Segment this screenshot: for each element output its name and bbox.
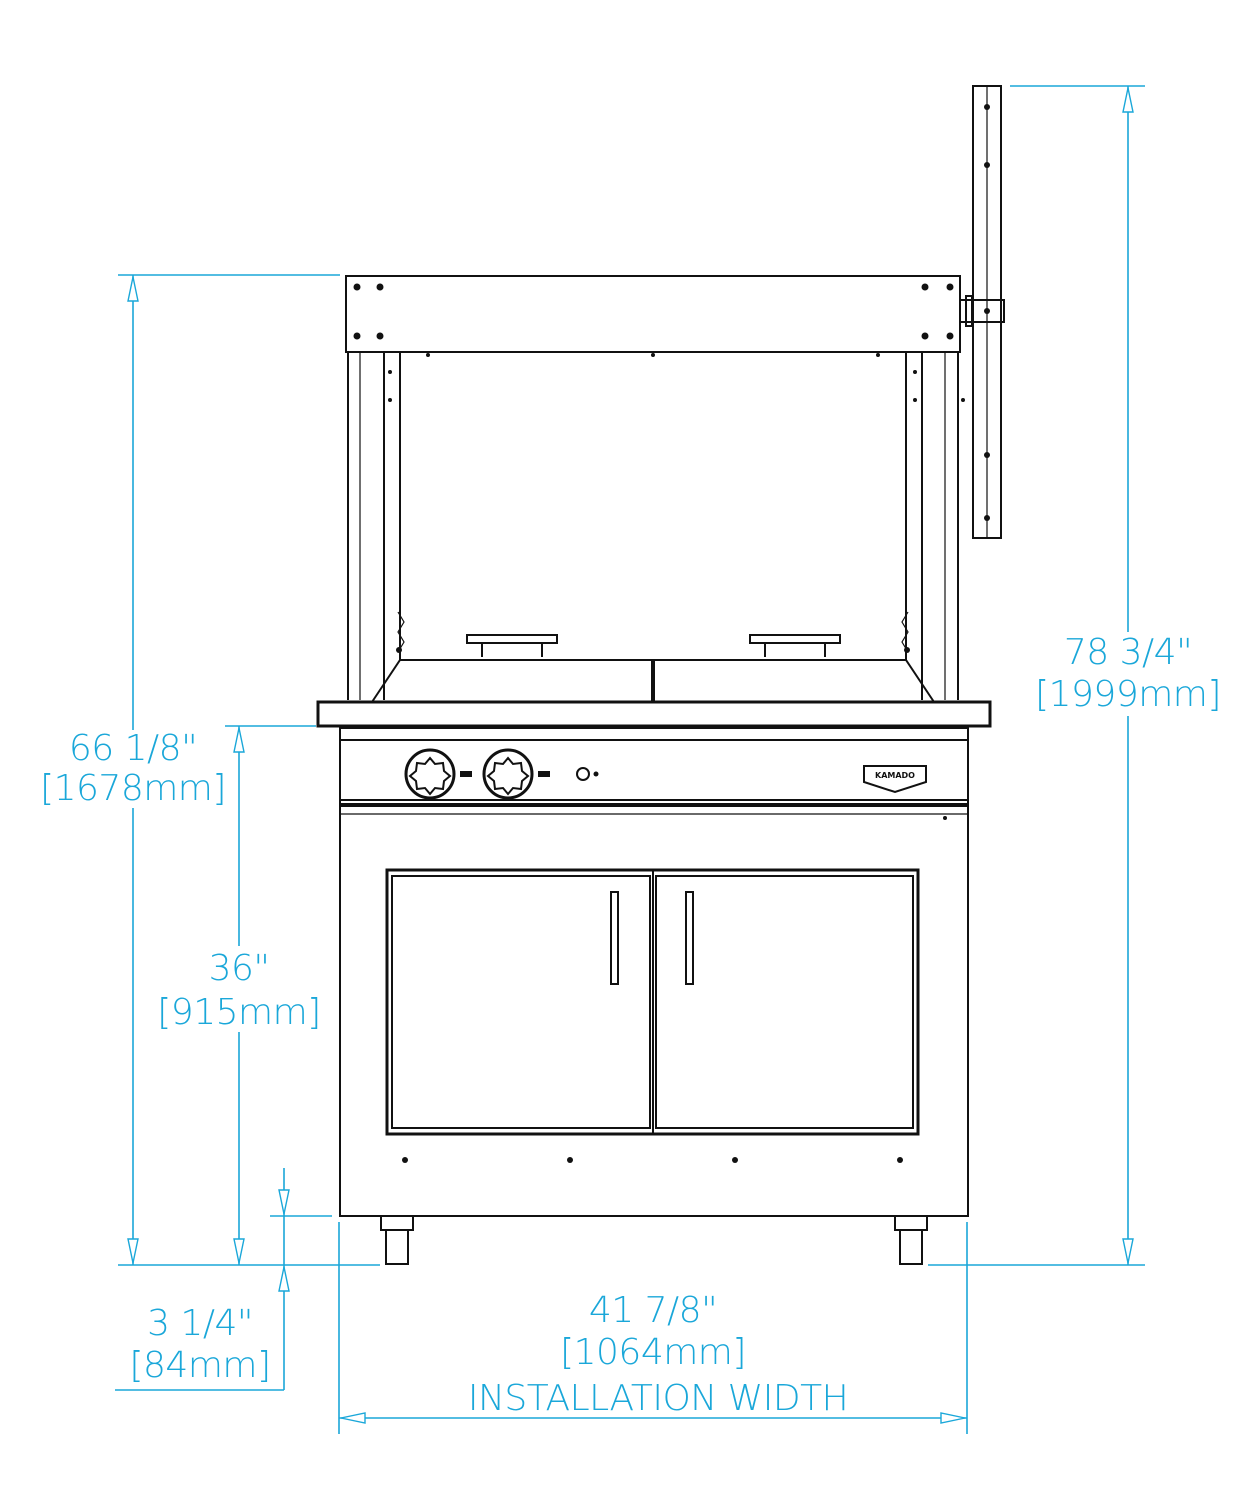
countertop: [316, 700, 992, 728]
canopy-beam: [345, 275, 961, 353]
dimension-leg-height: 3 1/4" [84mm]: [115, 1168, 332, 1391]
canopy-posts: [347, 352, 965, 700]
overall-height-metric: [1999mm]: [1035, 674, 1221, 715]
counter-height-metric: [915mm]: [157, 992, 320, 1033]
brand-badge: KAMADO: [863, 765, 927, 794]
width-caption: INSTALLATION WIDTH: [468, 1378, 848, 1419]
lid-hinges: [396, 611, 910, 653]
leg-height-imperial: 3 1/4": [147, 1303, 253, 1344]
cabinet-door-left[interactable]: [391, 875, 651, 1129]
dimension-counter-height: 36" [915mm]: [157, 725, 321, 1265]
cabinet-door-right[interactable]: [655, 875, 914, 1129]
canopy-height-imperial: 66 1/8": [69, 728, 197, 769]
grill-lids: [371, 634, 935, 703]
side-arm: [959, 85, 1005, 539]
dimension-overall-height: 78 3/4" [1999mm]: [928, 85, 1221, 1266]
counter-height-imperial: 36": [209, 948, 270, 989]
igniter-button[interactable]: [576, 767, 599, 781]
canopy-height-metric: [1678mm]: [40, 768, 226, 809]
leg-height-metric: [84mm]: [129, 1345, 270, 1386]
leveling-legs: [380, 1215, 928, 1265]
brand-badge-text: KAMADO: [875, 771, 915, 780]
cabinet: [339, 805, 969, 1217]
width-metric: [1064mm]: [560, 1332, 746, 1373]
control-knob-right[interactable]: [482, 748, 550, 800]
dimension-canopy-height: 66 1/8" [1678mm]: [40, 274, 380, 1266]
width-imperial: 41 7/8": [589, 1290, 717, 1331]
overall-height-imperial: 78 3/4": [1064, 632, 1192, 673]
control-knob-left[interactable]: [404, 748, 472, 800]
dimension-installation-width: 41 7/8" [1064mm] INSTALLATION WIDTH: [338, 1222, 968, 1434]
control-panel: KAMADO: [339, 727, 969, 805]
grill-unit: KAMADO: [316, 85, 1005, 1265]
